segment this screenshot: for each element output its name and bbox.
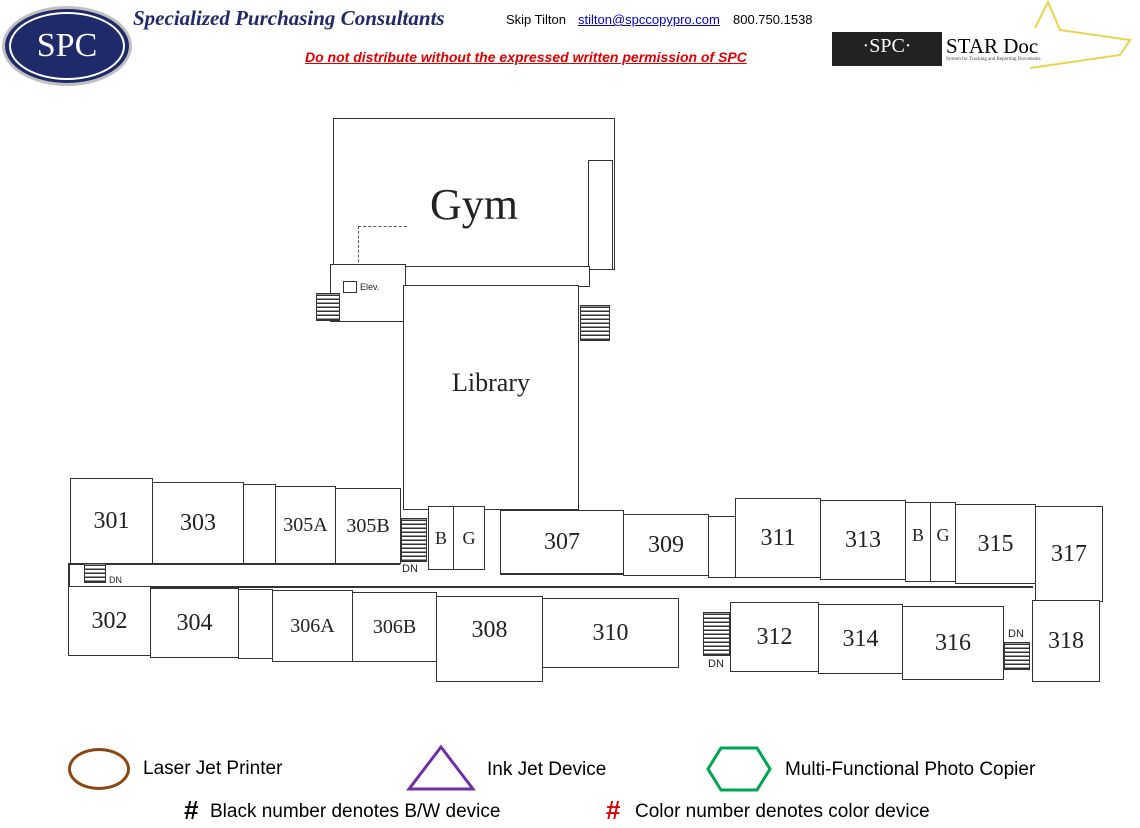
room-label: 305B <box>346 514 390 537</box>
stairs <box>580 305 610 341</box>
stairs <box>1004 642 1030 670</box>
room-306b: 306B <box>352 592 437 662</box>
dn-label: DN <box>1008 628 1024 640</box>
color-label: Color number denotes color device <box>635 801 930 822</box>
room-label: 317 <box>1051 540 1087 567</box>
room-307: 307 <box>500 510 624 574</box>
room-label: 303 <box>180 509 216 536</box>
stairs <box>703 612 730 656</box>
room-label: 318 <box>1048 627 1084 654</box>
room-314: 314 <box>818 604 903 674</box>
room-318: 318 <box>1032 600 1100 682</box>
logo-text: SPC <box>9 12 125 80</box>
star-doc-subtitle: System for Tracking and Reporting Docume… <box>946 57 1041 62</box>
room-b: B <box>428 506 454 570</box>
room-label: 314 <box>842 625 879 652</box>
corridor-wall <box>68 563 70 587</box>
gym-label: Gym <box>430 180 518 229</box>
room-label: 306B <box>372 615 417 638</box>
dn-label: DN <box>109 575 122 585</box>
stairs <box>84 561 106 583</box>
triangle-icon <box>406 744 476 791</box>
room-unlabeled <box>243 484 276 564</box>
room-label: 307 <box>544 528 580 555</box>
email-link[interactable]: stilton@spccopypro.com <box>578 12 720 27</box>
room-306a: 306A <box>272 590 353 662</box>
room-label: 312 <box>756 623 793 650</box>
elevator <box>343 281 357 293</box>
warning-text: Do not distribute without the expressed … <box>305 49 747 65</box>
room-b: B <box>905 502 931 582</box>
room-308: 308 <box>436 596 543 682</box>
mfp-label: Multi-Functional Photo Copier <box>785 759 1036 780</box>
room-unlabeled <box>238 589 273 659</box>
room-label: 310 <box>592 619 629 646</box>
room-label: G <box>462 527 476 548</box>
room-label: B <box>911 525 924 545</box>
stairs <box>316 293 340 321</box>
gym-side-room <box>588 160 613 270</box>
room-label: 311 <box>760 524 796 551</box>
room-301: 301 <box>70 478 153 564</box>
room-unlabeled <box>708 516 736 578</box>
star-doc-title: STAR Doc <box>946 34 1039 58</box>
inkjet-label: Ink Jet Device <box>487 759 607 780</box>
oval-icon <box>68 748 130 790</box>
room-316: 316 <box>902 606 1004 680</box>
room-g: G <box>453 506 485 570</box>
room-label: 306A <box>290 614 335 637</box>
room-305a: 305A <box>275 486 336 564</box>
room-label: 313 <box>845 526 881 553</box>
room-label: 309 <box>648 531 684 558</box>
bw-label: Black number denotes B/W device <box>210 801 501 822</box>
room-label: 301 <box>93 507 130 534</box>
room-g: G <box>930 502 956 582</box>
room-label: 304 <box>176 609 213 636</box>
room-label: 308 <box>471 617 508 643</box>
company-name: Specialized Purchasing Consultants <box>133 6 445 30</box>
dn-label: DN <box>708 658 724 670</box>
black-hash: # <box>184 795 199 825</box>
room-label: 315 <box>977 530 1014 557</box>
star-icon <box>1029 0 1132 69</box>
library-label: Library <box>452 368 530 397</box>
room-label: 305A <box>283 513 328 536</box>
room-305b: 305B <box>335 488 401 564</box>
elevator-area <box>330 264 406 322</box>
room-317: 317 <box>1035 506 1103 602</box>
hexagon-icon <box>706 746 772 792</box>
gym-door <box>358 226 407 267</box>
star-doc-logo: ·SPC· <box>832 32 942 66</box>
corridor-wall <box>68 586 1033 588</box>
room-310: 310 <box>542 598 679 668</box>
gym: Gym <box>333 118 615 270</box>
room-313: 313 <box>820 500 906 580</box>
room-311: 311 <box>735 498 821 578</box>
room-label: 316 <box>935 629 971 656</box>
room-312: 312 <box>730 602 819 672</box>
contact-name: Skip Tilton <box>506 12 566 27</box>
gym-corridor <box>405 266 590 287</box>
red-hash: # <box>606 795 621 825</box>
dn-label: DN <box>402 563 418 575</box>
room-309: 309 <box>623 514 709 576</box>
laser-label: Laser Jet Printer <box>143 758 283 779</box>
room-304: 304 <box>150 588 239 658</box>
room-label: B <box>434 527 447 548</box>
stairs <box>401 518 427 562</box>
room-315: 315 <box>955 504 1036 584</box>
elev-label: Elev. <box>360 282 380 292</box>
room-label: G <box>936 525 950 545</box>
library: Library <box>403 285 579 510</box>
room-label: 302 <box>91 607 128 634</box>
spc-logo: SPC <box>2 6 132 86</box>
room-303: 303 <box>152 482 244 564</box>
phone: 800.750.1538 <box>733 12 813 27</box>
room-302: 302 <box>68 586 151 656</box>
